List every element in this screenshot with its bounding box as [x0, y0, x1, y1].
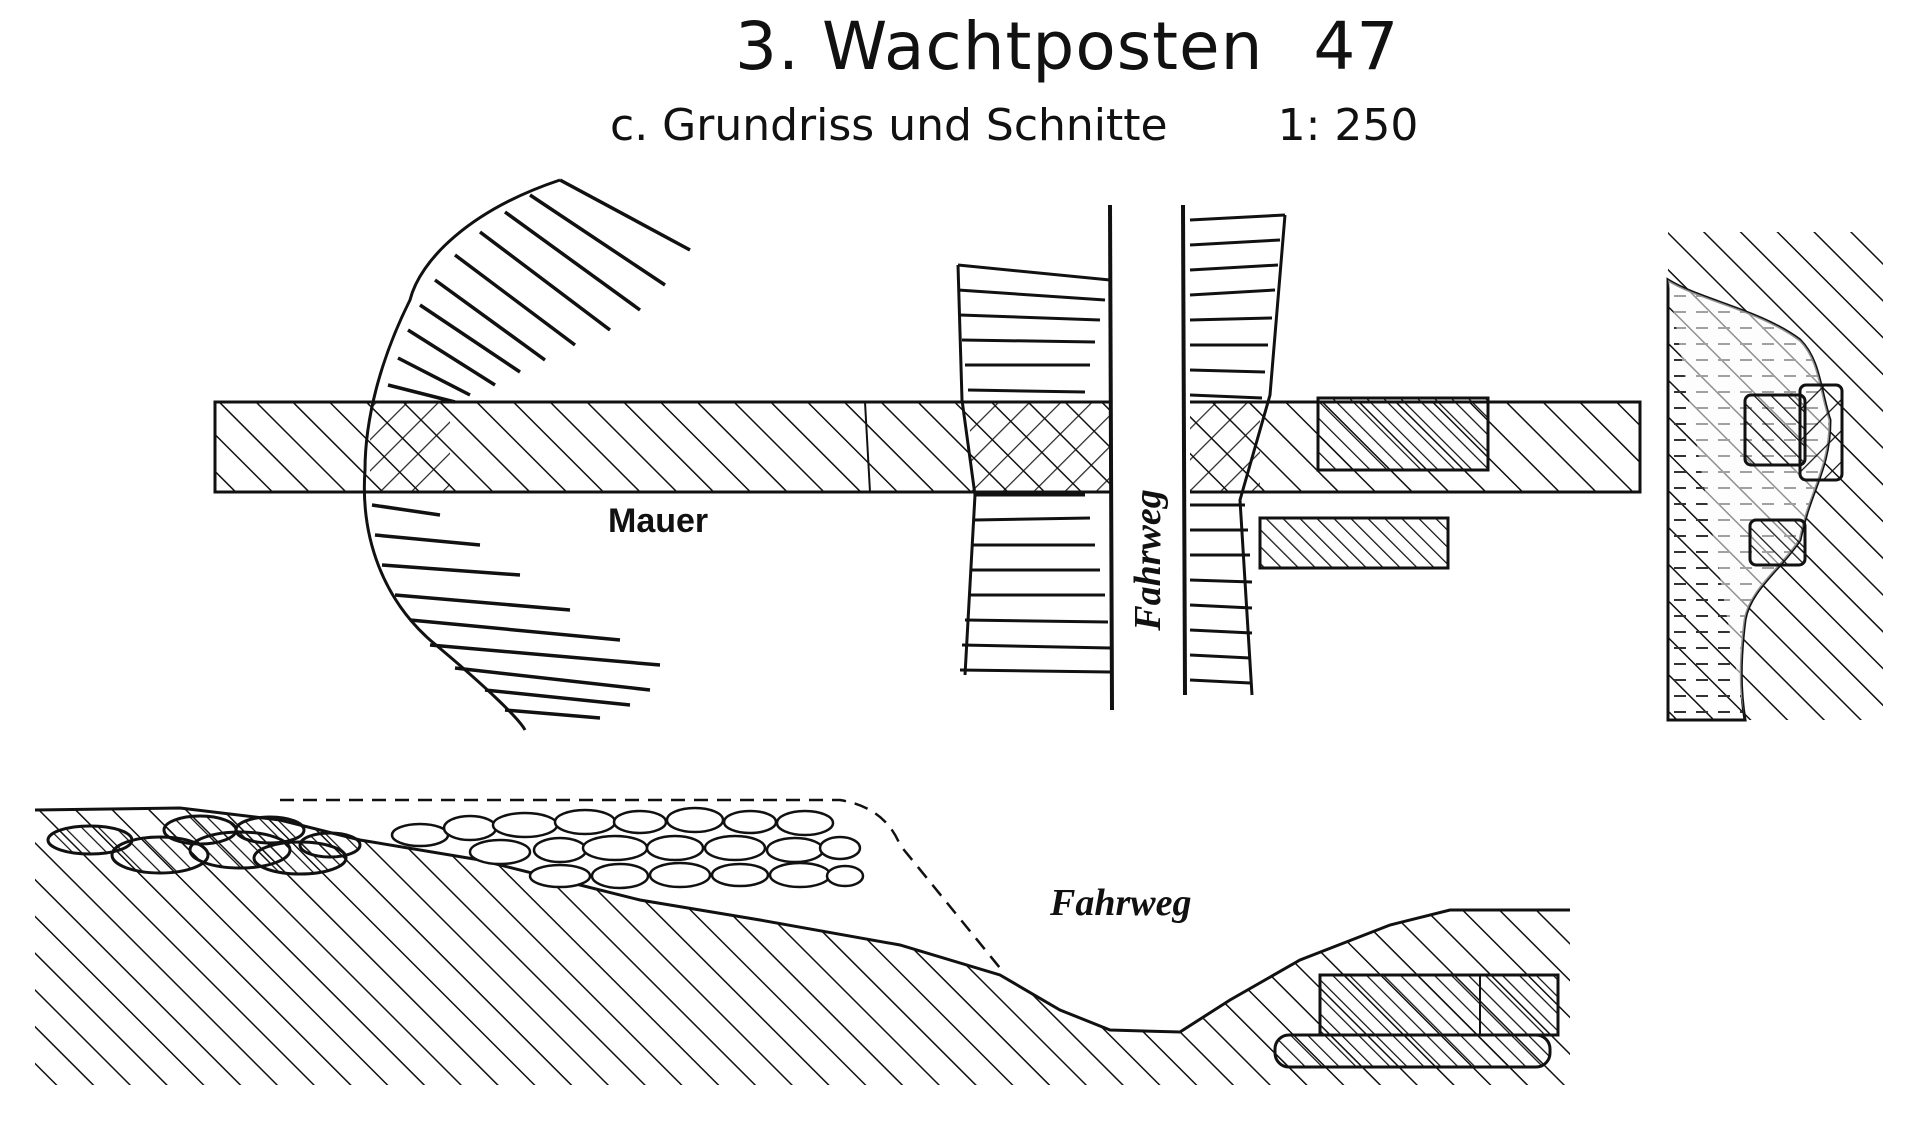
wall-gap-road: [1110, 395, 1190, 499]
road-left-bank: [957, 263, 1111, 674]
title-text: 3. Wachtposten: [735, 8, 1264, 85]
side-block-lower: [1748, 518, 1807, 567]
plan-view: Mauer Fahrweg: [213, 178, 1642, 731]
wall-overlap-left: [370, 402, 450, 492]
long-section: Fahrweg: [34, 798, 1570, 1085]
label-road-plan: Fahrweg: [1127, 489, 1169, 631]
page-title: 3. Wachtposten 47: [735, 8, 1399, 85]
left-embankment-hachures: [371, 178, 691, 720]
label-wall: Mauer: [608, 502, 708, 540]
building-on-wall: [1316, 396, 1490, 472]
page-number: 47: [1313, 8, 1400, 85]
dark-rubble: [46, 814, 362, 876]
scale-label: 1: 250: [1277, 100, 1419, 151]
page-subtitle: c. Grundriss und Schnitte 1: 250: [610, 100, 1418, 151]
side-block-upper: [1743, 393, 1807, 467]
buried-block-lower: [1273, 1033, 1552, 1069]
rubble-stones: [390, 806, 865, 890]
road-edge-right: [1181, 204, 1187, 696]
label-road-section: Fahrweg: [1049, 882, 1191, 924]
wall-overlap-right: [1190, 402, 1260, 492]
road-edge-left: [1108, 204, 1114, 711]
side-section: [1666, 232, 1883, 722]
building-south: [1258, 516, 1450, 570]
side-block-upper-b: [1798, 383, 1844, 482]
subtitle-text: c. Grundriss und Schnitte: [610, 100, 1168, 151]
road-right-bank: [1189, 213, 1286, 685]
buried-block-upper: [1318, 973, 1560, 1037]
former-profile-dashed: [280, 798, 1001, 969]
ground-section: [35, 808, 1570, 1085]
wall-overlap-mid: [970, 402, 1110, 492]
